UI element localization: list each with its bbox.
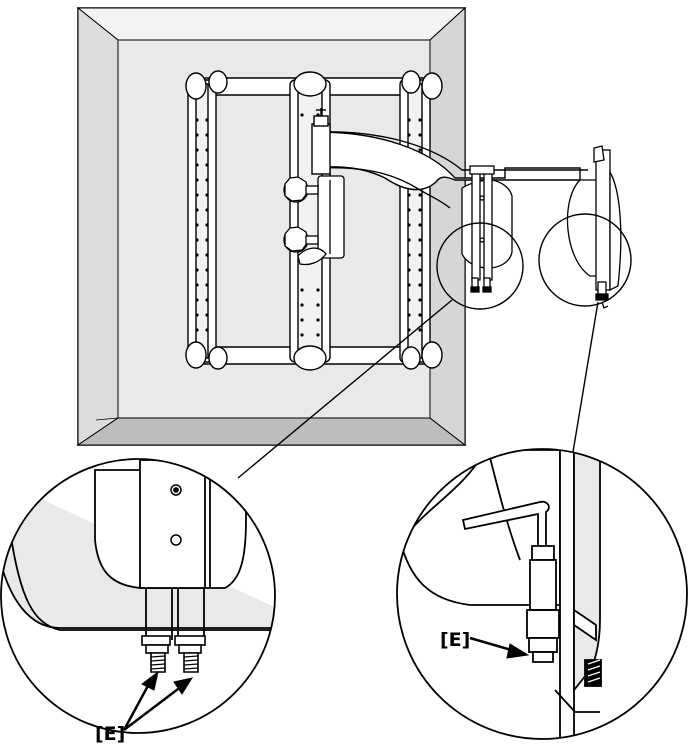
detail-left-rail [139,459,206,589]
wall-bevel-left [77,6,119,446]
arm-pivot-post [311,123,331,175]
side-body [566,179,599,277]
detail-left-label: [E] [95,723,125,745]
knob-lower [283,226,319,253]
speaker-mount-front [461,165,513,293]
leader-line-right [572,301,599,453]
detail-right-hex-key [461,500,560,663]
zoom-circle-right [538,213,632,307]
wall-bevel-top [76,7,467,41]
tube-end-caps [185,70,443,371]
zoom-circle-left [436,222,524,310]
swing-arm [311,108,588,209]
wall-bracket-frame [185,70,443,371]
adjustment-knobs [283,175,345,266]
detail-right-bolt-shaft [531,545,555,561]
knob-plate [317,175,345,259]
right-rail [399,79,431,363]
leader-line-left [237,299,453,479]
speaker-mount-side [566,145,622,309]
detail-left-frame [0,458,276,734]
arm-curve [317,131,581,191]
detail-right-bracket [573,449,601,693]
detail-right-label: [E] [440,629,470,651]
detail-right-arrow [469,636,530,659]
detail-right-frame [396,448,688,740]
knob-upper [283,176,319,203]
wall-bevel-bottom [76,417,467,446]
detail-left-bolts [141,635,206,673]
detail-left-arrows [122,670,194,731]
left-rail [187,79,217,363]
detail-right: [E] [396,448,688,740]
detail-left: [E] [0,458,276,745]
knob-lever [297,247,327,266]
